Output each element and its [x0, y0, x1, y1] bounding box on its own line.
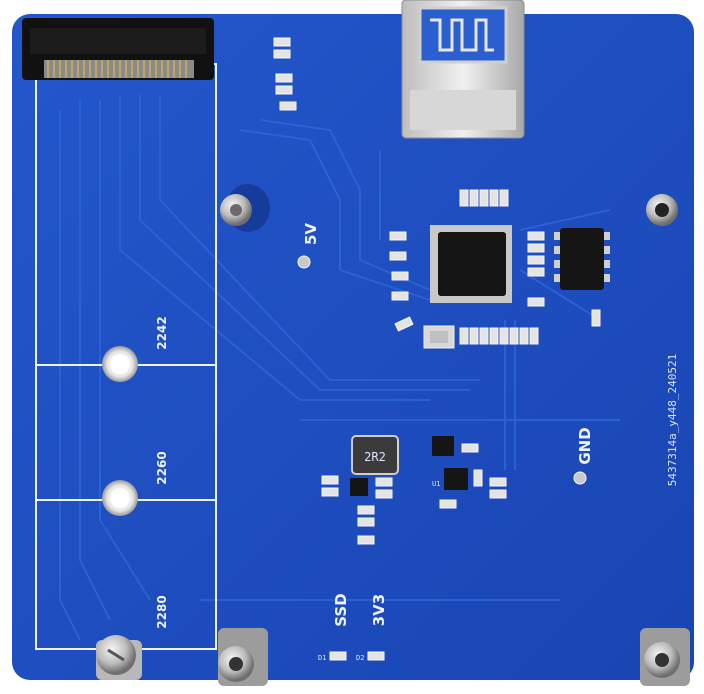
- u1-ic: [444, 468, 468, 490]
- silk-label-u1: U1: [432, 480, 440, 488]
- silk-part-number: 5437314a_y448_240521: [666, 354, 679, 486]
- silk-label-gnd: GND: [576, 427, 594, 464]
- standoff-bottom-left: [96, 635, 142, 680]
- silk-label-d1: D1: [318, 654, 326, 662]
- test-pad-gnd: [573, 471, 587, 485]
- silk-label-5v: 5V: [302, 223, 320, 245]
- standoff-bottom-right: [640, 628, 690, 686]
- inductor-label: 2R2: [364, 450, 386, 464]
- passive-components: [273, 37, 601, 661]
- silk-label-3v3: 3V3: [370, 594, 388, 626]
- standoff-top-left: [220, 184, 270, 232]
- standoff-top-right: [646, 194, 678, 226]
- silk-label-2280: 2280: [155, 595, 169, 628]
- mosfet-ic: [432, 436, 454, 456]
- silk-label-2260: 2260: [155, 451, 169, 484]
- silk-label-2242: 2242: [155, 316, 169, 349]
- regulator-ic: [350, 478, 368, 496]
- crystal-oscillator: [423, 325, 455, 349]
- flash-chip: [554, 228, 610, 290]
- inductor: 2R2: [351, 435, 399, 475]
- m2-connector: [22, 18, 214, 80]
- test-pad-5v: [297, 255, 311, 269]
- usb-a-connector: [401, 0, 525, 139]
- standoff-bottom-middle: [218, 628, 268, 686]
- usb-nvme-bridge-chip: [430, 225, 512, 303]
- pcb-board: [12, 14, 694, 680]
- silk-label-ssd: SSD: [332, 593, 350, 626]
- silk-label-d2: D2: [356, 654, 364, 662]
- pcb-traces: [59, 95, 620, 641]
